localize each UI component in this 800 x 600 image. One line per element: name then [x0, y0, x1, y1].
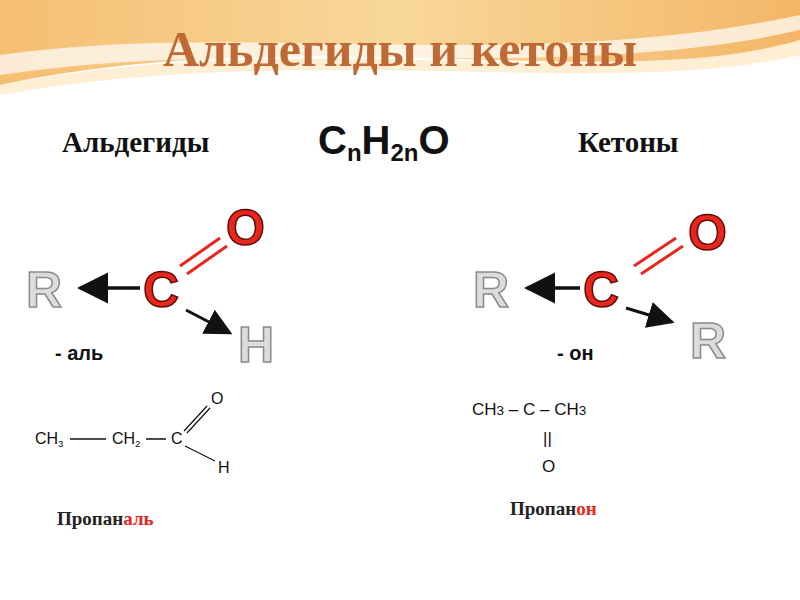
double-bond-mark: ||	[543, 430, 552, 447]
text-part: H	[238, 320, 274, 370]
text-part: - он	[557, 343, 594, 363]
name-suffix: - он	[557, 343, 594, 363]
hydrogen-symbol: H	[238, 320, 274, 370]
text-part: n	[347, 141, 362, 165]
text-part: R	[690, 316, 726, 366]
double-bond	[634, 238, 676, 266]
text-part: C	[171, 431, 183, 447]
text-part: C	[143, 265, 179, 315]
text-part: CH	[472, 401, 497, 418]
text-part: аль	[123, 509, 153, 528]
title-text: Альдегиды и кетоны	[163, 24, 637, 74]
text-part: 3	[497, 404, 505, 418]
double-bond	[180, 238, 220, 266]
bond-arrow	[80, 286, 140, 290]
text-part: Пропан	[57, 509, 123, 528]
text-part: H	[218, 460, 230, 476]
formula-atom: O	[211, 391, 223, 407]
text-part: O	[226, 203, 265, 253]
bond-arrow	[527, 286, 580, 290]
oxygen-symbol: O	[226, 203, 265, 253]
formula-group: CH3	[35, 431, 63, 447]
text-part: CH	[554, 401, 579, 418]
double-bond	[641, 246, 683, 274]
bond-arrow	[186, 310, 230, 333]
compound-name: Пропаналь	[57, 509, 154, 528]
formula-atom: O	[542, 458, 555, 475]
text-part: 2n	[390, 141, 418, 165]
text-part: O	[418, 120, 449, 160]
double-bond	[184, 406, 207, 431]
bond-arrow	[626, 308, 672, 322]
formula-group: CH2	[112, 431, 140, 447]
text-part: O	[688, 208, 727, 258]
radical-symbol: R	[473, 265, 509, 315]
text-part: 3	[579, 404, 587, 418]
text-part: O	[542, 458, 555, 475]
carbon-symbol: C	[583, 265, 619, 315]
name-suffix: - аль	[55, 343, 103, 363]
formula-atom: H	[218, 460, 230, 476]
radical-symbol: R	[690, 316, 726, 366]
text-part: - аль	[55, 343, 103, 363]
single-bond	[185, 446, 215, 461]
text-part: – C –	[504, 401, 554, 418]
text-part: R	[473, 265, 509, 315]
slide-title: Альдегиды и кетоны	[0, 24, 800, 74]
text-part: CH	[35, 431, 58, 447]
text-part: H	[362, 120, 391, 160]
compound-name: Пропанон	[510, 499, 597, 518]
ketone-formula: CH3 – C – CH3	[472, 401, 586, 418]
double-bond	[187, 246, 227, 274]
column-heading: Кетоны	[578, 128, 679, 157]
carbon-symbol: C	[143, 265, 179, 315]
single-bond	[70, 438, 106, 440]
text-part: Альдегиды	[62, 128, 209, 157]
column-heading: Альдегиды	[62, 128, 209, 157]
text-part: 3	[58, 439, 63, 449]
single-bond	[146, 438, 166, 440]
formula-atom: C	[171, 431, 183, 447]
double-bond	[187, 408, 210, 433]
text-part: 2	[135, 439, 140, 449]
text-part: O	[211, 391, 223, 407]
text-part: он	[576, 499, 596, 518]
text-part: CH	[112, 431, 135, 447]
text-part: R	[26, 265, 62, 315]
oxygen-symbol: O	[688, 208, 727, 258]
general-formula: CnH2nO	[318, 120, 450, 160]
text-part: Пропан	[510, 499, 576, 518]
text-part: C	[318, 120, 347, 160]
text-part: ||	[543, 430, 552, 447]
text-part: Кетоны	[578, 128, 679, 157]
radical-symbol: R	[26, 265, 62, 315]
text-part: C	[583, 265, 619, 315]
